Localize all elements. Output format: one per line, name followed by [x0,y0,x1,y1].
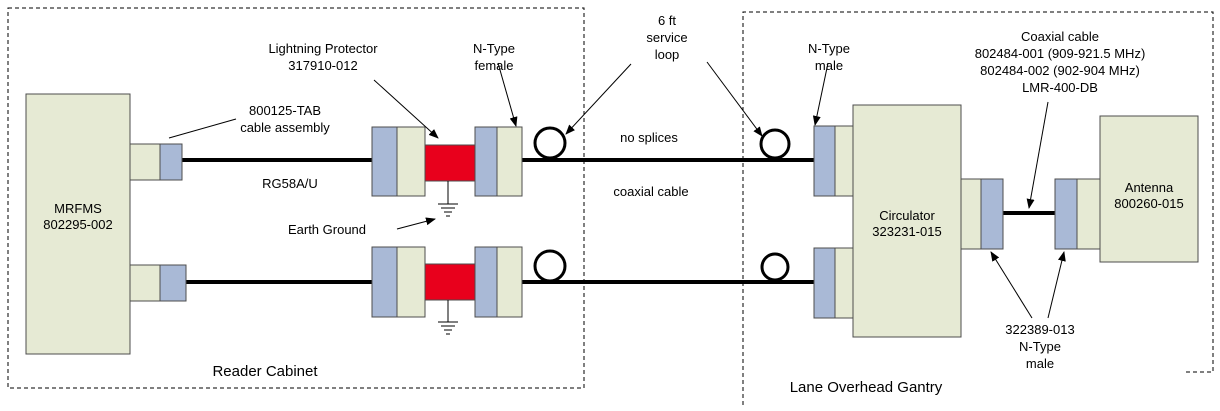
service-loop-icon-cabinet-bottom [533,249,567,283]
coaxial-cable-label: coaxial cable [613,184,688,199]
leader-322389-left [990,251,1033,319]
earth-ground-icon-top [438,181,458,217]
coax-spec-label-line1: Coaxial cable [1021,29,1099,44]
service-loop-icon-gantry-bottom [760,252,790,282]
leader-service-loop-left [565,63,632,135]
coax-spec-label-line4: LMR-400-DB [1022,80,1098,95]
lightning-protector-top-out-blue [474,126,498,197]
antenna-box [1099,115,1199,263]
leader-lightning-protector [373,79,439,139]
lightning-protector-top-out-cream [496,126,523,197]
no-splices-label: no splices [620,130,678,145]
lightning-protector-top-in-cream [396,126,426,197]
service-loop-label-line3: loop [655,47,680,62]
circulator-label-line1: Circulator [879,208,935,223]
cable-assembly-label-line1: 800125-TAB [249,103,321,118]
rg58-label: RG58A/U [262,176,318,191]
connector-322389-label-line1: 322389-013 [1005,322,1074,337]
connector-322389-right-cream [1076,178,1101,250]
lightning-protector-bottom-red [424,263,476,301]
lightning-protector-bottom-out-blue [474,246,498,318]
ntype-female-label-line1: N-Type [473,41,515,56]
service-loop-icon-gantry-top [759,128,791,160]
ntype-male-connector-bottom-blue [813,247,836,319]
lightning-protector-bottom-out-cream [496,246,523,318]
mrfms-connector-bottom-plug [159,264,187,302]
ntype-male-connector-top-cream [834,125,854,197]
antenna-label-line1: Antenna [1125,180,1174,195]
lightning-protector-top-red [424,144,476,182]
mrfms-box [25,93,131,355]
lightning-protector-bottom-in-cream [396,246,426,318]
coax-spec-label-line2: 802484-001 (909-921.5 MHz) [975,46,1146,61]
earth-ground-label: Earth Ground [288,222,366,237]
lightning-protector-label-line2: 317910-012 [288,58,357,73]
leader-coax-spec [1026,101,1049,209]
service-loop-icon-cabinet-top [533,126,567,160]
leader-service-loop-right [706,61,763,137]
connector-322389-left-cream [960,178,982,250]
mrfms-connector-top-body [129,143,161,181]
mrfms-connector-top-plug [159,143,183,181]
antenna-label-line2: 800260-015 [1114,196,1183,211]
mrfms-label-line1: MRFMS [54,201,102,216]
leader-ntype-female [497,62,518,127]
connector-322389-label-line3: male [1026,356,1054,371]
connector-322389-right-blue [1054,178,1078,250]
leader-cable-assembly [168,118,237,139]
ntype-female-label-line2: female [474,58,513,73]
mrfms-connector-bottom-body [129,264,161,302]
lightning-protector-top-in-blue [371,126,398,197]
lightning-protector-bottom-in-blue [371,246,398,318]
ntype-male-label-line1: N-Type [808,41,850,56]
cable-assembly-label-line2: cable assembly [240,120,330,135]
reader-cabinet-label: Reader Cabinet [212,363,318,380]
mrfms-label-line2: 802295-002 [43,217,112,232]
leader-earth-ground [396,217,436,230]
reader-cabinet-boundary [7,7,585,389]
coax-spec-label-line3: 802484-002 (902-904 MHz) [980,63,1140,78]
lane-gantry-label: Lane Overhead Gantry [790,379,943,396]
service-loop-label-line1: 6 ft [658,13,676,28]
leader-322389-right [1047,251,1066,319]
circulator-label-line2: 323231-015 [872,224,941,239]
service-loop-label-line2: service [646,30,687,45]
lightning-protector-label-line1: Lightning Protector [268,41,378,56]
earth-ground-icon-bottom [438,300,458,335]
lane-gantry-boundary [742,11,1214,405]
leader-ntype-male [812,62,829,126]
connector-322389-label-line2: N-Type [1019,339,1061,354]
ntype-male-connector-top-blue [813,125,836,197]
circulator-box [852,104,962,338]
connector-322389-left-blue [980,178,1004,250]
ntype-male-label-line2: male [815,58,843,73]
ntype-male-connector-bottom-cream [834,247,854,319]
